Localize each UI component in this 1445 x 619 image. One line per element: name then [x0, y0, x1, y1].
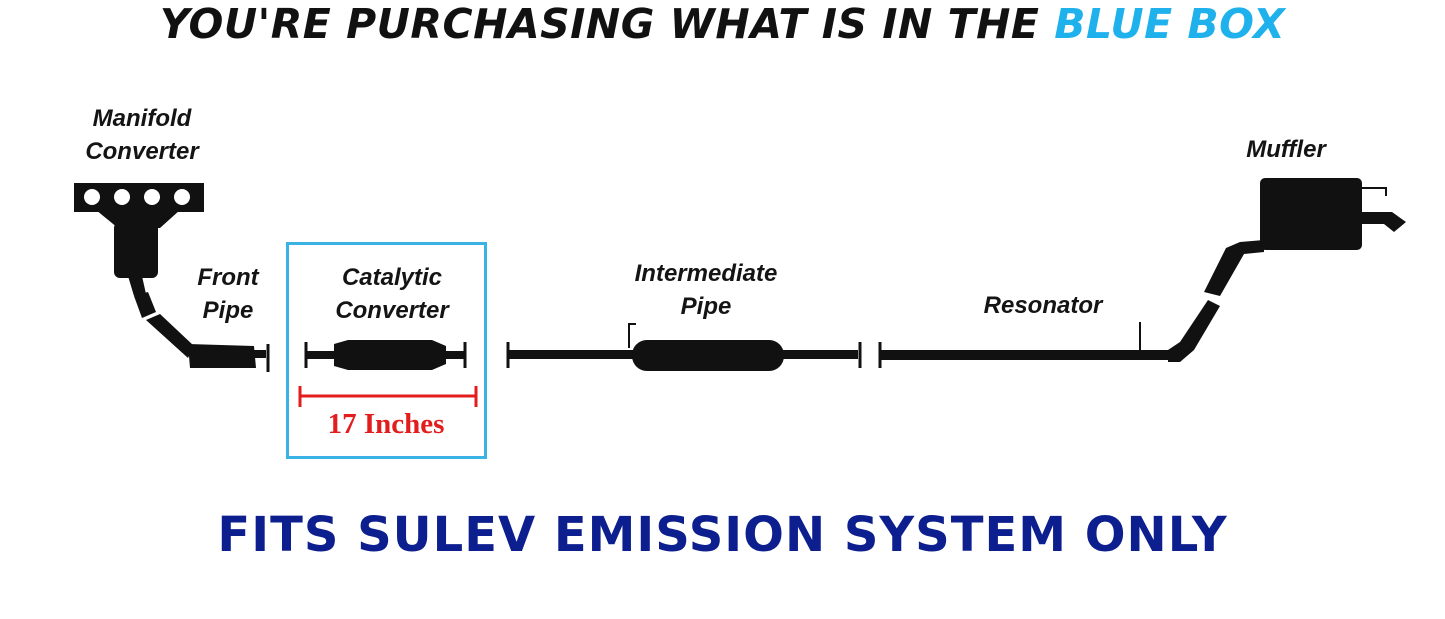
label-muffler-text: Muffler [1246, 136, 1326, 163]
cat-body [334, 340, 446, 370]
measurement-label: 17 Inches [327, 408, 445, 440]
label-catalytic-converter: Catalytic Converter [306, 261, 478, 327]
cat-outlet-pipe [444, 351, 464, 359]
resonator-pipe-straight [880, 350, 1176, 360]
front-pipe-bend [146, 314, 194, 358]
muffler-tailpipe [1360, 212, 1406, 232]
resonator-pipe-part [878, 300, 1220, 368]
manifold-port [114, 189, 130, 205]
manifold-converter-body [114, 222, 158, 278]
cat-inlet-pipe [306, 351, 336, 359]
front-pipe-flex [134, 292, 156, 318]
front-pipe-part [134, 292, 270, 372]
muffler-hanger [1360, 187, 1387, 196]
muffler-body [1260, 178, 1362, 250]
intermediate-resonator-body [632, 340, 784, 371]
header-main-text: YOU'RE PURCHASING WHAT IS IN THE [159, 0, 1040, 48]
catalytic-converter-part [304, 340, 467, 370]
label-resonator: Resonator [960, 289, 1126, 322]
fitment-notice: FITS SULEV EMISSION SYSTEM ONLY [217, 507, 1228, 563]
manifold-port [84, 189, 100, 205]
label-resonator-text: Resonator [983, 292, 1103, 319]
label-manifold-converter: Manifold Converter [57, 102, 227, 168]
label-catalytic-converter-line2: Converter [335, 297, 449, 324]
header-accent-text: BLUE BOX [1054, 0, 1286, 48]
label-muffler: Muffler [1228, 133, 1344, 166]
intermediate-hanger [628, 323, 636, 348]
label-intermediate-pipe-line1: Intermediate [634, 260, 778, 287]
intermediate-pipe-front [508, 350, 634, 359]
manifold-outlet-pipe [128, 276, 146, 296]
resonator-pipe-rise [1168, 300, 1220, 362]
muffler-part [1204, 178, 1406, 296]
manifold-flange [74, 183, 204, 212]
label-intermediate-pipe-line2: Pipe [680, 293, 732, 320]
manifold-converter-part [74, 183, 204, 296]
intermediate-pipe-rear [782, 350, 858, 359]
front-pipe-body [188, 344, 256, 368]
manifold-port [174, 189, 190, 205]
front-pipe-outlet [254, 350, 266, 358]
label-intermediate-pipe: Intermediate Pipe [606, 257, 806, 323]
page-header: YOU'RE PURCHASING WHAT IS IN THE BLUE BO… [0, 0, 1445, 48]
label-front-pipe: Front Pipe [176, 261, 280, 327]
label-front-pipe-line2: Pipe [202, 297, 254, 324]
product-highlight-box [286, 242, 487, 459]
muffler-inlet-pipe [1204, 240, 1264, 296]
label-catalytic-converter-line1: Catalytic [341, 264, 443, 291]
label-front-pipe-line1: Front [197, 264, 259, 291]
manifold-port [144, 189, 160, 205]
label-manifold-converter-line1: Manifold [92, 105, 192, 132]
intermediate-pipe-part [506, 323, 862, 371]
label-manifold-converter-line2: Converter [85, 138, 199, 165]
length-measurement [298, 386, 478, 407]
